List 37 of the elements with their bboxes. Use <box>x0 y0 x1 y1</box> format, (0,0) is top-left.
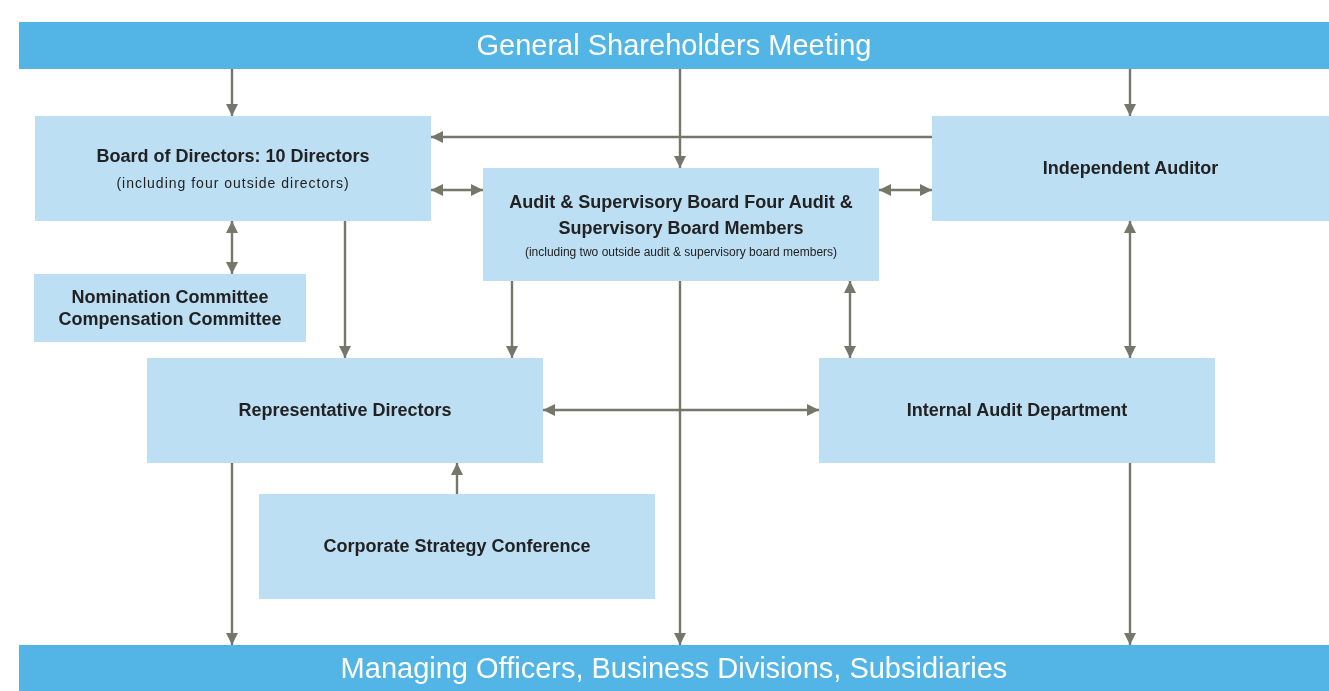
arrow <box>226 463 238 645</box>
arrow <box>543 404 819 416</box>
arrow <box>431 131 932 143</box>
arrow <box>844 281 856 358</box>
process-box <box>932 116 1329 221</box>
arrow <box>431 184 483 196</box>
arrow <box>674 69 686 168</box>
box-title: Internal Audit Department <box>906 399 1128 422</box>
arrow <box>226 69 238 116</box>
footer-bar <box>19 645 1329 691</box>
box-note: (including two outside audit & supervisory board members) <box>524 245 838 261</box>
arrow <box>1124 463 1136 645</box>
header-bar <box>19 22 1329 69</box>
arrow <box>674 281 686 645</box>
process-box <box>35 116 431 221</box>
arrow <box>1124 69 1136 116</box>
arrow <box>226 221 238 274</box>
box-title: Audit & Supervisory Board Four Audit & Supervisory Board Members <box>508 190 854 240</box>
title-text: General Shareholders Meeting <box>476 28 872 64</box>
box-title: Representative Directors <box>238 399 452 422</box>
box-title: Board of Directors: 10 Directors <box>96 144 370 167</box>
box-title: Corporate Strategy Conference <box>323 535 591 558</box>
process-box <box>34 274 306 342</box>
title-text: Managing Officers, Business Divisions, Subsidiaries <box>340 650 1008 686</box>
process-box <box>147 358 543 463</box>
arrow <box>506 281 518 358</box>
box-title: Compensation Committee <box>58 308 282 331</box>
box-title: Nomination Committee <box>71 285 269 308</box>
arrow <box>879 184 932 196</box>
box-note: (including four outside directors) <box>116 175 350 193</box>
arrow <box>451 463 463 494</box>
box-title: Independent Auditor <box>1042 157 1219 180</box>
process-box <box>819 358 1215 463</box>
arrow <box>1124 221 1136 358</box>
process-box <box>483 168 879 281</box>
process-box <box>259 494 655 599</box>
arrow <box>339 221 351 358</box>
